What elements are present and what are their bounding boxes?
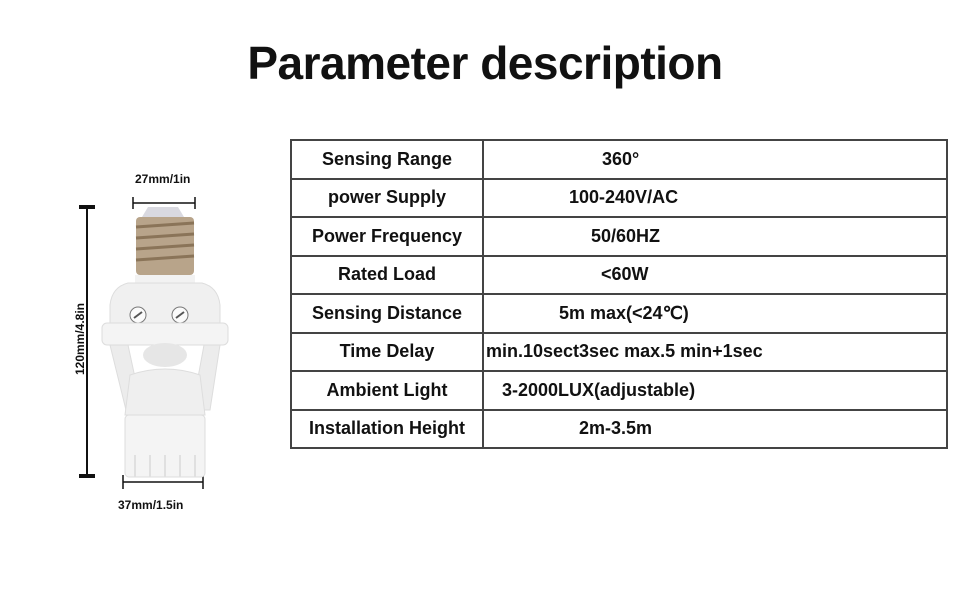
- top-width-label: 27mm/1in: [135, 172, 191, 186]
- spec-row: Rated Load <60W: [290, 254, 948, 295]
- spec-label: Installation Height: [290, 408, 484, 449]
- spec-value: 360°: [482, 139, 948, 180]
- spec-value-text: 50/60HZ: [591, 225, 661, 246]
- spec-value: 50/60HZ: [482, 216, 948, 257]
- spec-value-text: 2m-3.5m: [579, 418, 653, 439]
- spec-label: Sensing Distance: [290, 293, 484, 334]
- spec-value: 100-240V/AC: [482, 177, 948, 218]
- height-label: 120mm/4.8in: [73, 302, 87, 376]
- spec-label: Time Delay: [290, 331, 484, 372]
- spec-row: power Supply 100-240V/AC: [290, 177, 948, 218]
- spec-table: Sensing Range 360° power Supply 100-240V/AC…: [290, 139, 948, 449]
- spec-label: Power Frequency: [290, 216, 484, 257]
- spec-value-text: <60W: [601, 264, 649, 285]
- spec-label: power Supply: [290, 177, 484, 218]
- spec-label: Sensing Range: [290, 139, 484, 180]
- page-title: Parameter description: [247, 37, 723, 89]
- spec-value: min.10sect3sec max.5 min+1sec: [482, 331, 948, 372]
- spec-value-text: 360°: [602, 148, 640, 169]
- spec-row: Installation Height 2m-3.5m: [290, 408, 948, 449]
- spec-value: 2m-3.5m: [482, 408, 948, 449]
- spec-row: Sensing Range 360°: [290, 139, 948, 180]
- spec-label: Ambient Light: [290, 370, 484, 411]
- spec-value-text: 3-2000LUX(adjustable): [502, 379, 696, 400]
- spec-value-text: 100-240V/AC: [569, 187, 679, 208]
- product-image: 27mm/1in 120mm/4.8in 37mm/1.5in: [70, 165, 250, 515]
- bottom-width-label: 37mm/1.5in: [118, 498, 184, 512]
- spec-row: Ambient Light 3-2000LUX(adjustable): [290, 370, 948, 411]
- spec-label: Rated Load: [290, 254, 484, 295]
- spec-value: 3-2000LUX(adjustable): [482, 370, 948, 411]
- spec-value-text: min.10sect3sec max.5 min+1sec: [486, 341, 763, 362]
- spec-row: Power Frequency 50/60HZ: [290, 216, 948, 257]
- spec-value-text: 5m max(<24℃): [559, 302, 689, 323]
- spec-value: 5m max(<24℃): [482, 293, 948, 334]
- sensor-socket-illustration: [79, 197, 229, 489]
- spec-row: Sensing Distance 5m max(<24℃): [290, 293, 948, 334]
- spec-value: <60W: [482, 254, 948, 295]
